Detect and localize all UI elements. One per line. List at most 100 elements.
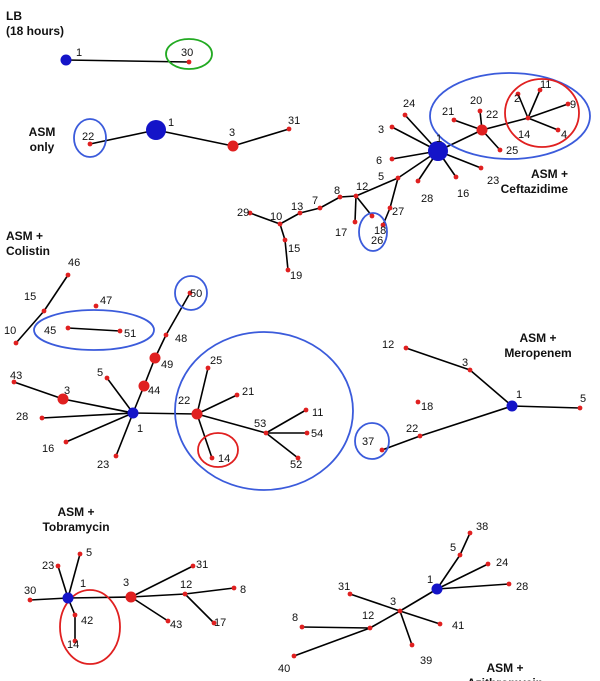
edge-1-28 [41, 412, 134, 419]
node-14 [525, 115, 531, 121]
node-label: 23 [97, 459, 109, 471]
node-label: 49 [161, 359, 173, 371]
node-29 [247, 210, 253, 216]
node-47 [93, 303, 99, 309]
node-15 [282, 237, 288, 243]
edge-1-30 [65, 59, 190, 63]
edge-10-15 [279, 223, 286, 241]
node-label: 4 [561, 129, 567, 141]
node-53 [263, 430, 269, 436]
node-24 [485, 561, 491, 567]
node-5 [77, 551, 83, 557]
node-label: 53 [254, 418, 266, 430]
node-label: 23 [487, 175, 499, 187]
node-label: 3 [378, 124, 384, 136]
node-12 [182, 591, 188, 597]
node-39 [409, 642, 415, 648]
node-3 [57, 393, 69, 405]
node-31 [190, 563, 196, 569]
blue-group-ring [73, 118, 107, 158]
node-43 [11, 379, 17, 385]
node-3 [397, 608, 403, 614]
edge-14-9 [527, 103, 569, 119]
node-label: 21 [442, 106, 454, 118]
blue-group-ring [33, 309, 155, 351]
node-31 [347, 591, 353, 597]
edge-3-12 [405, 347, 471, 371]
edge-3-31 [130, 565, 194, 598]
edge-1-3 [62, 398, 134, 414]
node-label: 44 [148, 385, 160, 397]
edge-14-11 [527, 89, 541, 119]
node-4 [555, 127, 561, 133]
node-43 [165, 618, 171, 624]
node-label: 40 [278, 663, 290, 675]
edge-22-21 [196, 394, 238, 415]
node-label: 17 [214, 617, 226, 629]
panel-title: ASM +Ceftazidime [501, 167, 569, 196]
node-41 [437, 621, 443, 627]
node-label: 12 [356, 181, 368, 193]
red-group-ring [197, 432, 239, 468]
node-label: 19 [290, 270, 302, 282]
node-1 [127, 407, 139, 419]
edge-5-38 [459, 532, 471, 556]
node-3 [125, 591, 137, 603]
node-22 [417, 433, 423, 439]
node-label: 47 [100, 295, 112, 307]
edge-3-31 [232, 128, 290, 147]
node-52 [295, 455, 301, 461]
node-1 [146, 120, 166, 140]
node-label: 18 [421, 401, 433, 413]
node-17 [352, 219, 358, 225]
node-label: 50 [190, 288, 202, 300]
node-50 [187, 290, 193, 296]
edge-1-22 [89, 129, 157, 145]
node-6 [389, 156, 395, 162]
node-21 [451, 117, 457, 123]
blue-group-ring [174, 275, 208, 311]
node-label: 22 [82, 131, 94, 143]
edge-1-3 [399, 588, 438, 612]
node-label: 43 [170, 619, 182, 631]
node-label: 22 [486, 109, 498, 121]
node-label: 7 [312, 195, 318, 207]
node-label: 1 [137, 423, 143, 435]
node-label: 11 [540, 79, 551, 91]
node-17 [211, 620, 217, 626]
edge-5-27 [389, 177, 399, 209]
node-5 [577, 405, 583, 411]
edge-1-22 [132, 412, 198, 415]
node-28 [39, 415, 45, 421]
node-label: 13 [291, 201, 303, 213]
node-30 [27, 597, 33, 603]
node-3 [467, 367, 473, 373]
edge-22-14 [481, 117, 529, 131]
edge-53-11 [265, 409, 307, 434]
edge-1-23 [115, 412, 134, 457]
node-label: 18 [374, 225, 386, 237]
node-label: 12 [362, 610, 374, 622]
node-label: 8 [240, 584, 246, 596]
blue-group-ring [358, 212, 388, 252]
node-16 [453, 174, 459, 180]
panel-title-line: ASM + [6, 229, 43, 243]
node-23 [113, 453, 119, 459]
node-45 [65, 325, 71, 331]
node-23 [478, 165, 484, 171]
edge-22-25 [196, 367, 209, 415]
blue-group-ring [174, 331, 354, 491]
edge-3-43 [13, 381, 64, 400]
node-label: 8 [292, 612, 298, 624]
node-8 [299, 624, 305, 630]
node-label: 52 [290, 459, 302, 471]
edge-1-22 [419, 405, 513, 437]
node-label: 45 [44, 325, 56, 337]
panel-title-line: Ceftazidime [501, 182, 569, 196]
edge-12-8 [339, 195, 357, 198]
node-label: 6 [376, 155, 382, 167]
node-25 [205, 365, 211, 371]
